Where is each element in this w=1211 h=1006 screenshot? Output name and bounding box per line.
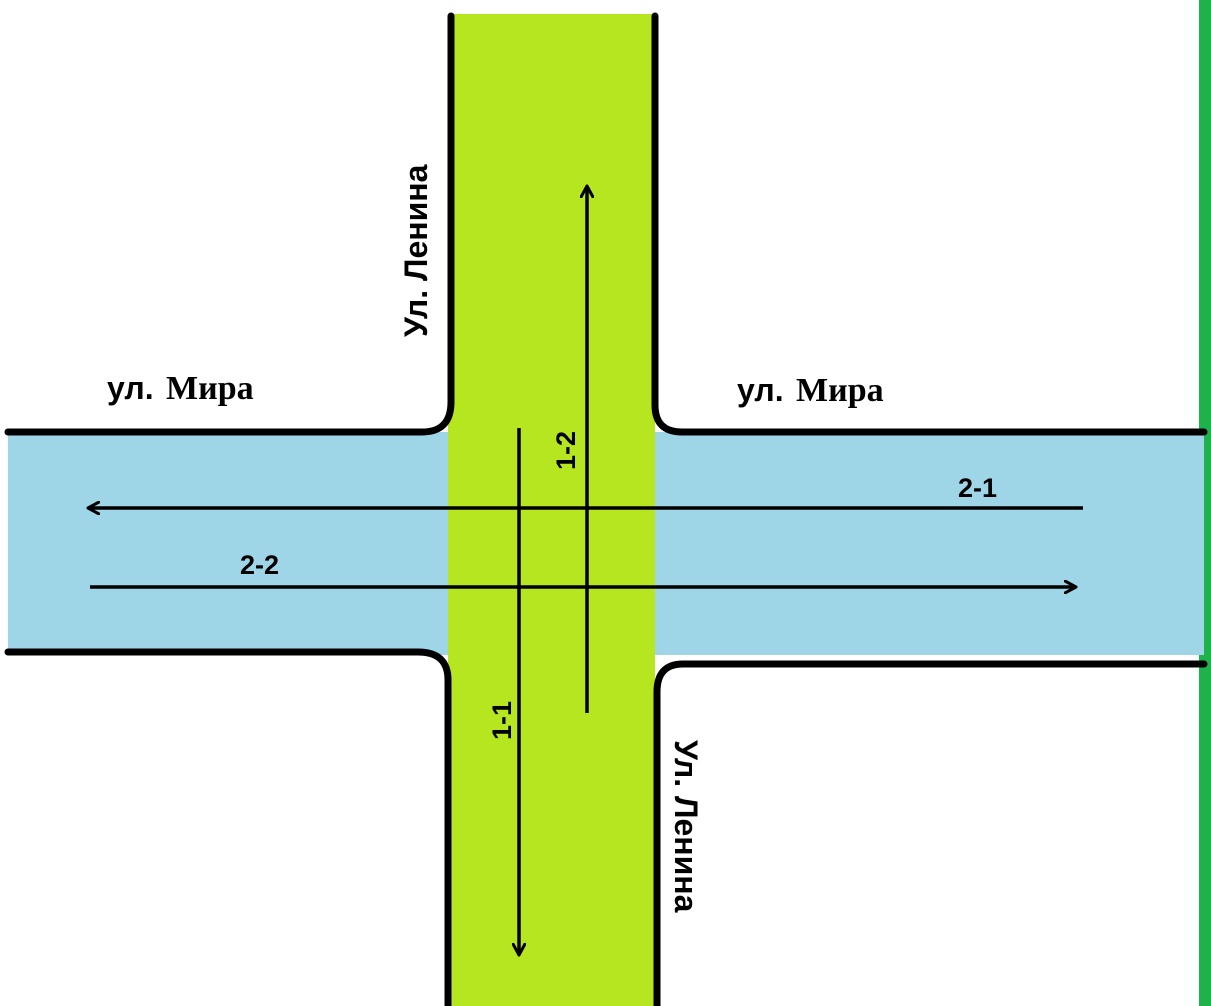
route-label-2-1: 2-1 xyxy=(958,473,997,503)
street-label-lenin-top: Ул. Ленина xyxy=(398,164,434,337)
route-label-1-2: 1-2 xyxy=(551,431,581,470)
street-label-mira-left: ул. Мира xyxy=(107,370,254,407)
edge-bottom-left xyxy=(4,648,452,1006)
route-arrows xyxy=(88,186,1083,955)
street-label-mira-right: ул. Мира xyxy=(737,372,884,409)
mira-right-name: Мира xyxy=(796,372,884,409)
mira-right-prefix: ул. xyxy=(737,372,784,408)
mira-left-prefix: ул. xyxy=(107,370,154,406)
edge-top-right xyxy=(651,12,1208,436)
road-edges xyxy=(4,12,1208,1006)
edge-top-left xyxy=(4,12,455,436)
route-label-2-2: 2-2 xyxy=(240,550,279,580)
edge-bottom-right xyxy=(653,660,1208,1006)
right-border-stripe xyxy=(1199,0,1211,1006)
lenin-street-road xyxy=(448,14,655,1006)
mira-left-name: Мира xyxy=(166,370,254,407)
street-label-lenin-bottom: Ул. Ленина xyxy=(668,740,704,913)
route-label-1-1: 1-1 xyxy=(487,701,517,740)
